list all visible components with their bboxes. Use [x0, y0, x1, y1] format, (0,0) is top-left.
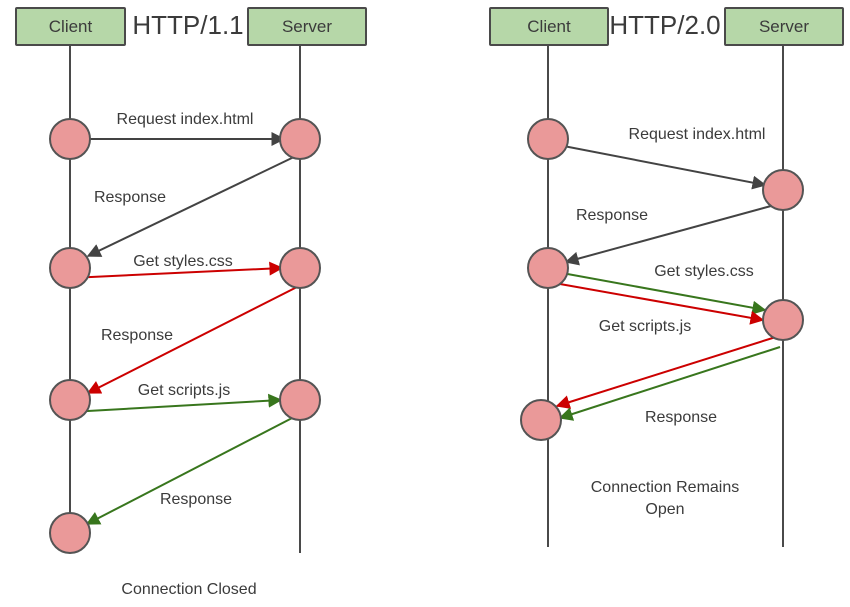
node-client-left-1[interactable]: [49, 118, 91, 160]
message-arrow-r4-get-scripts: [559, 283, 765, 325]
message-arrow-r3-get-styles: [561, 272, 767, 315]
message-label-r4: Get scripts.js: [599, 318, 691, 335]
message-label-r1: Request index.html: [629, 126, 766, 143]
node-server-left-1[interactable]: [279, 118, 321, 160]
node-server-left-3[interactable]: [279, 379, 321, 421]
footer-note-connection-open-line2: Open: [645, 501, 684, 518]
message-arrow-l5-get-scripts: [69, 393, 283, 413]
actor-box-server-right[interactable]: Server: [724, 7, 844, 46]
message-arrow-r6-response-green: [558, 346, 781, 421]
section-title-http20: HTTP/2.0: [609, 10, 720, 40]
message-label-l3: Get styles.css: [133, 253, 233, 270]
message-arrow-r2-response: [564, 205, 772, 266]
actor-label-server-right: Server: [759, 17, 809, 36]
node-server-right-2[interactable]: [762, 299, 804, 341]
message-label-r3: Get styles.css: [654, 263, 754, 280]
message-label-l2: Response: [94, 189, 166, 206]
message-label-l6: Response: [160, 491, 232, 508]
node-server-left-2[interactable]: [279, 247, 321, 289]
actor-label-client-left: Client: [49, 17, 93, 36]
message-arrow-l2-response: [86, 155, 297, 257]
node-client-left-2[interactable]: [49, 247, 91, 289]
actor-box-client-right[interactable]: Client: [489, 7, 609, 46]
node-server-right-1[interactable]: [762, 169, 804, 211]
actor-box-server-left[interactable]: Server: [247, 7, 367, 46]
actor-label-server-left: Server: [282, 17, 332, 36]
message-arrow-l6-response: [85, 415, 297, 525]
message-arrow-r5-response-red: [555, 335, 780, 409]
footer-note-connection-closed: Connection Closed: [121, 581, 256, 598]
actor-box-client-left[interactable]: Client: [15, 7, 126, 46]
message-label-r5: Response: [645, 409, 717, 426]
diagram-http11: Client Server HTTP/1.1 Req: [15, 7, 367, 598]
footer-note-connection-open-line1: Connection Remains: [591, 479, 740, 496]
node-client-right-2[interactable]: [527, 247, 569, 289]
message-label-r2: Response: [576, 207, 648, 224]
node-client-right-1[interactable]: [527, 118, 569, 160]
message-label-l1: Request index.html: [117, 111, 254, 128]
message-arrow-l3-get-styles: [69, 261, 284, 279]
diagram-http20: Client Server HTTP/2.0 Request index.htm: [489, 7, 844, 547]
message-arrow-l4-response: [86, 286, 298, 394]
message-label-l5: Get scripts.js: [138, 382, 230, 399]
message-label-l4: Response: [101, 327, 173, 344]
node-client-right-3[interactable]: [520, 399, 562, 441]
node-client-left-4[interactable]: [49, 512, 91, 554]
section-title-http11: HTTP/1.1: [132, 10, 243, 40]
message-arrow-r1-request-index: [547, 142, 767, 190]
actor-label-client-right: Client: [527, 17, 571, 36]
node-client-left-3[interactable]: [49, 379, 91, 421]
